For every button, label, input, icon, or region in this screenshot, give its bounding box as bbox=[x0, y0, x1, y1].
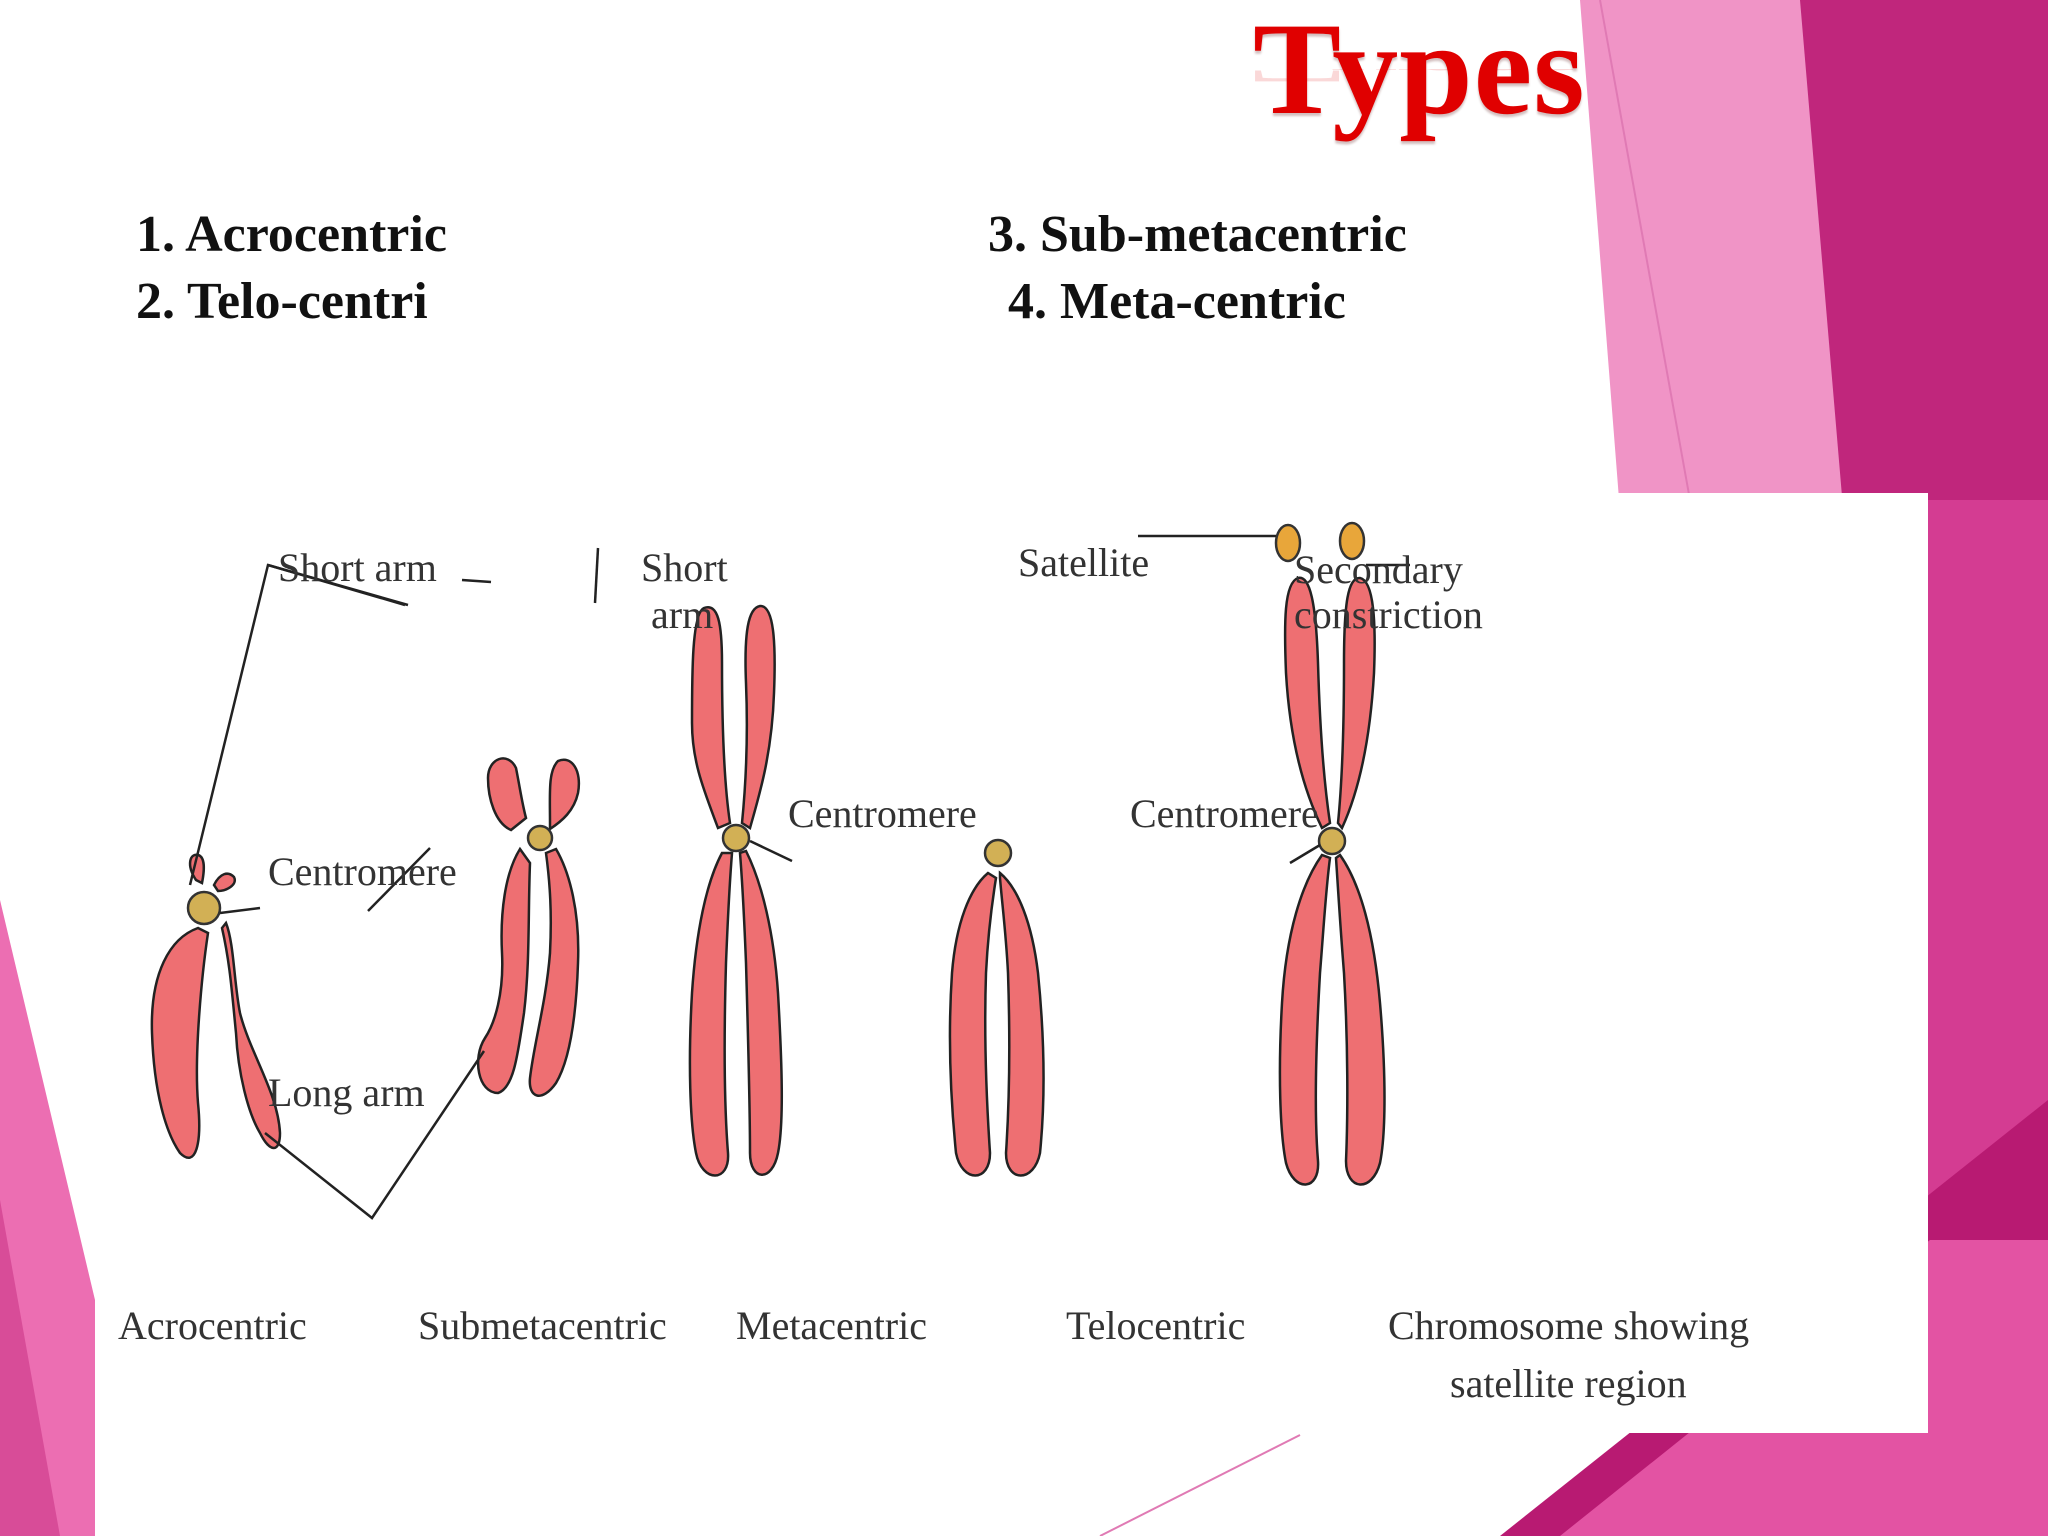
acro-long-arm-left bbox=[150, 926, 210, 1159]
sat-lower-arm-right bbox=[1334, 853, 1386, 1186]
submeta-short-arm-right bbox=[548, 758, 581, 832]
caption-telocentric: Telocentric bbox=[1066, 1303, 1245, 1348]
centromere-1-pointer-left bbox=[219, 906, 261, 915]
acrocentric-chromosome bbox=[150, 853, 282, 1159]
caption-submetacentric: Submetacentric bbox=[418, 1303, 667, 1348]
diagram-labels: Short arm Short arm Centromere Centromer… bbox=[268, 540, 1483, 1115]
acro-small-arm-right bbox=[212, 872, 237, 893]
sat-upper-arm-left bbox=[1283, 576, 1332, 830]
meta-centromere bbox=[721, 823, 751, 853]
caption-metacentric: Metacentric bbox=[736, 1303, 927, 1348]
label-centromere-3: Centromere bbox=[1130, 791, 1319, 836]
metacentric-chromosome bbox=[688, 604, 784, 1177]
label-secondary-line1: Secondary bbox=[1294, 547, 1463, 592]
sat-upper-arm-right bbox=[1336, 576, 1376, 831]
pointer-lines bbox=[188, 534, 1410, 1220]
bg-thin-line-right bbox=[1599, 0, 1691, 501]
list-item-submetacentric: 3. Sub-metacentric bbox=[988, 206, 1407, 263]
bg-left-dark-panel bbox=[0, 1200, 60, 1536]
sat-centromere bbox=[1317, 826, 1347, 856]
centromere-1-pointer-right bbox=[367, 847, 431, 912]
submetacentric-chromosome bbox=[476, 757, 581, 1097]
label-short-arm-2-line1: Short bbox=[641, 545, 728, 590]
meta-lower-arm-right bbox=[738, 849, 784, 1176]
short-arm-2-pointer-b bbox=[593, 547, 600, 604]
long-arm-pointer bbox=[264, 1050, 486, 1220]
short-arm-pointer bbox=[188, 563, 409, 886]
submeta-long-arm-left bbox=[476, 846, 532, 1095]
meta-upper-arm-left bbox=[690, 606, 732, 830]
caption-satellite-line2: satellite region bbox=[1450, 1361, 1687, 1406]
label-secondary-line2: constriction bbox=[1294, 592, 1483, 637]
caption-acrocentric: Acrocentric bbox=[118, 1303, 307, 1348]
acro-long-arm-right bbox=[220, 920, 282, 1150]
sat-lower-arm-left bbox=[1278, 853, 1332, 1186]
label-long-arm: Long arm bbox=[268, 1070, 425, 1115]
diagram-captions: Acrocentric Submetacentric Metacentric T… bbox=[118, 1303, 1749, 1406]
satellite-chromosome bbox=[1274, 521, 1386, 1186]
list-item-metacentric: 4. Meta-centric bbox=[1008, 273, 1346, 330]
meta-lower-arm-left bbox=[688, 851, 734, 1177]
diagram-panel: Short arm Short arm Centromere Centromer… bbox=[110, 493, 1928, 1433]
satellite-left bbox=[1274, 523, 1302, 563]
short-arm-2-pointer-a bbox=[461, 578, 492, 584]
telo-centromere bbox=[983, 838, 1013, 868]
submeta-centromere bbox=[526, 824, 554, 852]
acro-centromere bbox=[186, 890, 222, 926]
caption-satellite-line1: Chromosome showing bbox=[1388, 1303, 1749, 1348]
telocentric-chromosome bbox=[948, 838, 1045, 1177]
list-item-acrocentric: 1. Acrocentric bbox=[136, 206, 447, 263]
submeta-short-arm-left bbox=[486, 757, 528, 832]
satellite-right bbox=[1338, 521, 1366, 561]
label-short-arm: Short arm bbox=[278, 545, 437, 590]
centromere-3-pointer bbox=[1289, 843, 1321, 865]
short-arm-pointer-2 bbox=[267, 563, 406, 607]
submeta-long-arm-right bbox=[528, 847, 580, 1097]
bg-thin-line-bottom bbox=[1099, 1434, 1301, 1536]
chromosome-diagram: Short arm Short arm Centromere Centromer… bbox=[118, 521, 1749, 1406]
label-centromere-2: Centromere bbox=[788, 791, 977, 836]
telo-arm-left bbox=[948, 871, 998, 1177]
label-satellite: Satellite bbox=[1018, 540, 1149, 585]
centromere-2-pointer bbox=[749, 839, 793, 863]
telo-arm-right bbox=[998, 870, 1045, 1177]
list-item-telocentric: 2. Telo-centri bbox=[136, 273, 428, 330]
meta-upper-arm-right bbox=[740, 604, 776, 830]
label-centromere-1: Centromere bbox=[268, 849, 457, 894]
slide-title: Types bbox=[1253, 0, 1586, 142]
label-short-arm-2-line2: arm bbox=[651, 592, 713, 637]
